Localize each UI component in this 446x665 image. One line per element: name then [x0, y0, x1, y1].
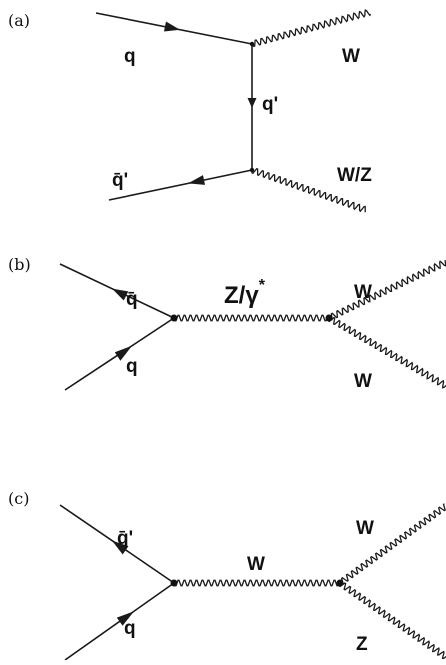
panel-a-arrow-bottom: [188, 175, 205, 185]
panel-b-boson-propagator: [173, 314, 329, 322]
panel-b-label-q: q: [126, 356, 138, 377]
panel-b: (b) q̄ q Z/γ* W W: [8, 255, 446, 392]
panel-a-vertex-top: [249, 41, 255, 47]
panel-b-vertex-right: [325, 314, 333, 322]
panel-c-label-q: q: [124, 618, 136, 639]
panel-b-boson-W-bottom: [327, 316, 446, 389]
panel-c-quark-line-bottom: [64, 582, 175, 661]
panel-c-label-W-top: W: [356, 518, 374, 539]
panel-b-label-qbar: q̄: [126, 289, 138, 310]
panel-b-boson-W-top: [328, 259, 446, 321]
panel-b-arrow-bottom: [114, 345, 132, 361]
panel-c-boson-W-top: [339, 503, 446, 586]
panel-a-label-qbarprime: q̄': [112, 170, 128, 191]
panel-b-arrow-top: [112, 288, 129, 301]
panel-c-label-W-propagator: W: [247, 554, 265, 575]
panel-a-arrow-top: [164, 21, 180, 32]
panel-a-quark-line-bottom: [108, 169, 253, 201]
panel-c-vertex-left: [170, 579, 178, 587]
panel-a-boson-WZ-bottom: [251, 167, 366, 213]
panel-c-arrow-bottom: [116, 611, 134, 626]
panel-a-vertex-bottom: [249, 167, 255, 173]
panel-b-label-W-top: W: [354, 282, 372, 303]
panel-b-label-propagator: Z/γ*: [224, 277, 266, 309]
panel-c-label: (c): [8, 489, 29, 508]
panel-c-label-qbarprime: q̄': [117, 528, 133, 549]
panel-a: (a) q q' q̄' W W/Z: [8, 9, 372, 213]
panel-c-boson-propagator: [173, 579, 341, 587]
panel-a-label-W: W: [342, 46, 360, 67]
panel-a-label-WZ: W/Z: [337, 165, 372, 186]
panel-b-label: (b): [8, 255, 31, 274]
panel-c-label-Z: Z: [356, 634, 368, 655]
panel-c-boson-Z-bottom: [338, 582, 446, 660]
panel-b-vertex-left: [170, 314, 178, 322]
panel-a-arrow-propagator: [247, 98, 257, 108]
panel-b-label-W-bottom: W: [354, 371, 372, 392]
panel-a-label-q: q: [124, 46, 136, 67]
panel-c: (c) q̄' q W W Z: [8, 489, 446, 661]
panel-c-arrow-top: [112, 540, 129, 555]
panel-c-vertex-right: [336, 579, 344, 587]
panel-a-boson-W-top: [251, 9, 372, 48]
panel-a-label-qprime: q': [262, 94, 278, 115]
panel-a-label: (a): [8, 11, 30, 30]
